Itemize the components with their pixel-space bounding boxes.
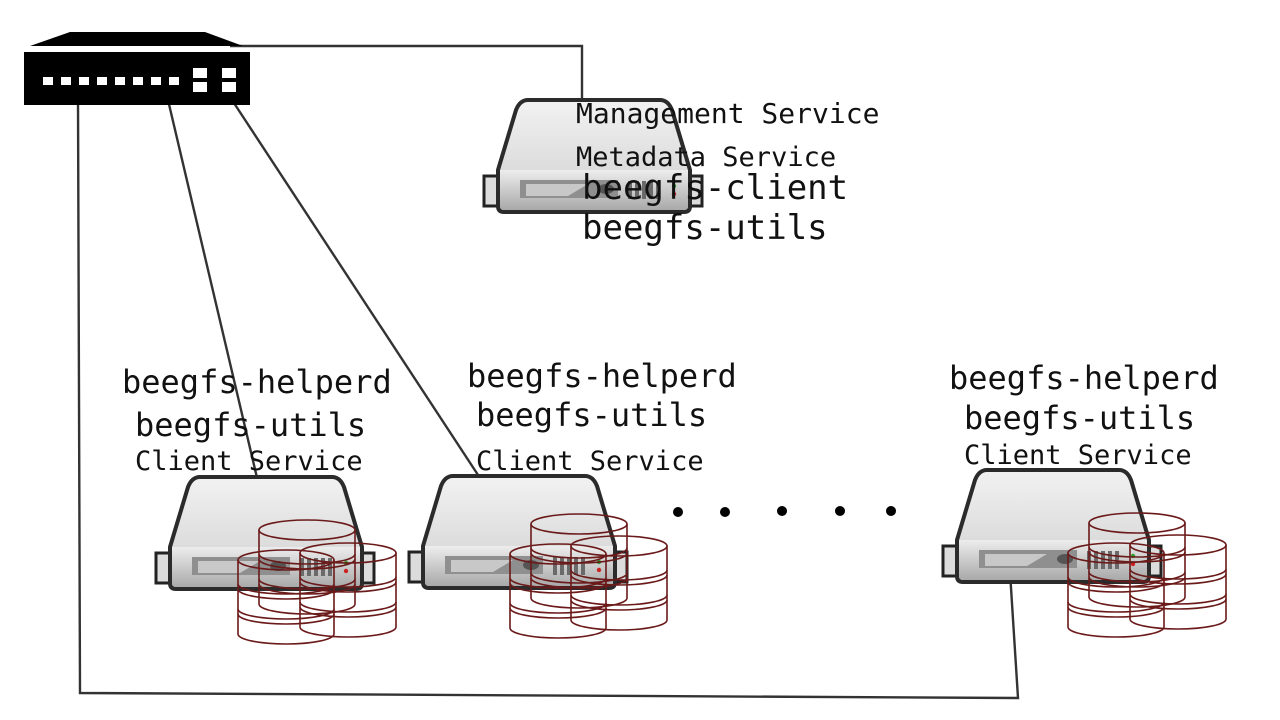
helperd-package-label: beegfs-helperd [949, 359, 1219, 397]
client-service-label: Client Service [476, 446, 704, 477]
ellipsis-dots [673, 506, 896, 517]
management-service-label: Management Service [576, 97, 879, 130]
network-switch-icon [24, 32, 250, 105]
management-node: Management Service Metadata Service beeg… [482, 97, 879, 248]
cable-to-storage-node-2 [230, 99, 482, 479]
storage-node-2: beegfs-helperd beegfs-utils Client Servi… [407, 357, 737, 639]
cable-to-storage-node-1 [166, 99, 260, 483]
network-cables [76, 44, 1020, 700]
utils-package-label: beegfs-utils [582, 208, 828, 248]
cable-to-storage-node-3 [76, 99, 1020, 700]
utils-package-label: beegfs-utils [135, 406, 366, 444]
server-icon [407, 474, 629, 590]
cable-to-management-node [230, 44, 584, 110]
utils-package-label: beegfs-utils [476, 396, 707, 434]
metadata-service-label: Metadata Service [576, 142, 836, 173]
client-service-label: Client Service [135, 446, 363, 477]
client-package-label: beegfs-client [582, 168, 848, 208]
storage-node-3: beegfs-helperd beegfs-utils Client Servi… [941, 359, 1227, 638]
storage-node-1: beegfs-helperd beegfs-utils Client Servi… [122, 363, 397, 645]
client-service-label: Client Service [964, 440, 1192, 471]
helperd-package-label: beegfs-helperd [122, 363, 392, 401]
utils-package-label: beegfs-utils [964, 399, 1195, 437]
server-icon [941, 468, 1163, 584]
server-icon [154, 475, 376, 591]
helperd-package-label: beegfs-helperd [467, 357, 737, 395]
